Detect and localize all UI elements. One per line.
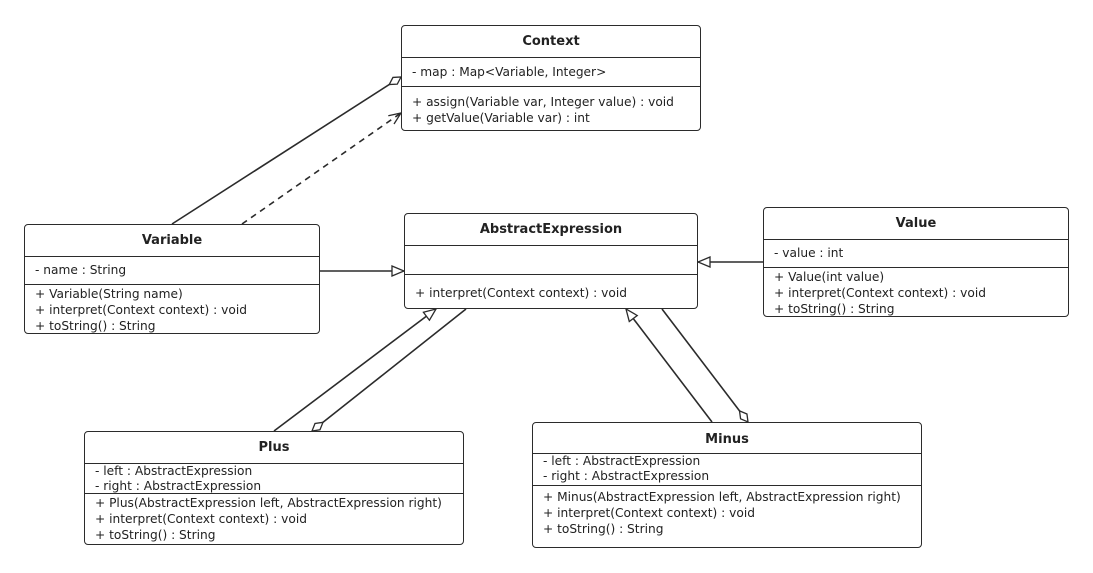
class-plus-name: Plus bbox=[85, 432, 463, 464]
class-attribute: - right : AbstractExpression bbox=[543, 469, 710, 483]
class-minus-name: Minus bbox=[533, 423, 921, 454]
class-variable-name: Variable bbox=[25, 225, 319, 257]
class-operation: + interpret(Context context) : void bbox=[774, 286, 986, 300]
class-abstract-expression-operations: + interpret(Context context) : void bbox=[405, 275, 697, 301]
class-operation: + interpret(Context context) : void bbox=[415, 286, 627, 300]
class-variable-attributes: - name : String bbox=[25, 257, 319, 285]
class-plus-operations: + Plus(AbstractExpression left, Abstract… bbox=[85, 494, 463, 543]
class-attribute: - left : AbstractExpression bbox=[543, 454, 701, 468]
class-minus-operations: + Minus(AbstractExpression left, Abstrac… bbox=[533, 486, 921, 537]
class-operation: + toString() : String bbox=[774, 302, 895, 316]
class-operation: + Minus(AbstractExpression left, Abstrac… bbox=[543, 490, 901, 504]
class-operation: + getValue(Variable var) : int bbox=[412, 111, 590, 125]
class-attribute: - name : String bbox=[35, 263, 127, 277]
class-variable[interactable]: Variable - name : String + Variable(Stri… bbox=[24, 224, 320, 334]
class-operation: + toString() : String bbox=[35, 319, 156, 333]
class-attribute: - right : AbstractExpression bbox=[95, 479, 262, 493]
class-operation: + interpret(Context context) : void bbox=[35, 303, 247, 317]
class-value[interactable]: Value - value : int + Value(int value) +… bbox=[763, 207, 1069, 317]
class-operation: + Value(int value) bbox=[774, 270, 885, 284]
class-operation: + toString() : String bbox=[95, 528, 216, 542]
class-value-attributes: - value : int bbox=[764, 240, 1068, 268]
class-value-name: Value bbox=[764, 208, 1068, 240]
class-attribute: - value : int bbox=[774, 246, 844, 260]
aggregation-connector-variable-aggregation-context bbox=[171, 77, 401, 225]
class-plus-attributes: - left : AbstractExpression - right : Ab… bbox=[85, 464, 463, 494]
class-operation: + assign(Variable var, Integer value) : … bbox=[412, 95, 674, 109]
class-plus[interactable]: Plus - left : AbstractExpression - right… bbox=[84, 431, 464, 545]
class-minus-attributes: - left : AbstractExpression - right : Ab… bbox=[533, 454, 921, 486]
class-attribute: - left : AbstractExpression bbox=[95, 464, 253, 478]
class-variable-operations: + Variable(String name) + interpret(Cont… bbox=[25, 285, 319, 333]
class-context-operations: + assign(Variable var, Integer value) : … bbox=[402, 87, 700, 126]
class-abstract-expression-name: AbstractExpression bbox=[405, 214, 697, 246]
class-context-name: Context bbox=[402, 26, 700, 58]
class-operation: + Variable(String name) bbox=[35, 287, 183, 301]
class-abstract-expression-attributes bbox=[405, 246, 697, 275]
class-value-operations: + Value(int value) + interpret(Context c… bbox=[764, 268, 1068, 316]
class-context[interactable]: Context - map : Map<Variable, Integer> +… bbox=[401, 25, 701, 131]
class-operation: + Plus(AbstractExpression left, Abstract… bbox=[95, 496, 442, 510]
class-minus[interactable]: Minus - left : AbstractExpression - righ… bbox=[532, 422, 922, 548]
generalization-connector-plus-generalization-abstract bbox=[273, 309, 436, 432]
class-operation: + toString() : String bbox=[543, 522, 664, 536]
dependency-connector-variable-dependency-context bbox=[241, 113, 401, 225]
generalization-connector-minus-generalization-abstract bbox=[626, 309, 713, 423]
class-operation: + interpret(Context context) : void bbox=[543, 506, 755, 520]
aggregation-connector-abstract-aggregation-minus bbox=[661, 308, 748, 422]
aggregation-connector-abstract-aggregation-plus bbox=[312, 308, 467, 431]
class-context-attributes: - map : Map<Variable, Integer> bbox=[402, 58, 700, 87]
class-operation: + interpret(Context context) : void bbox=[95, 512, 307, 526]
class-abstract-expression[interactable]: AbstractExpression + interpret(Context c… bbox=[404, 213, 698, 309]
class-attribute: - map : Map<Variable, Integer> bbox=[412, 65, 607, 79]
